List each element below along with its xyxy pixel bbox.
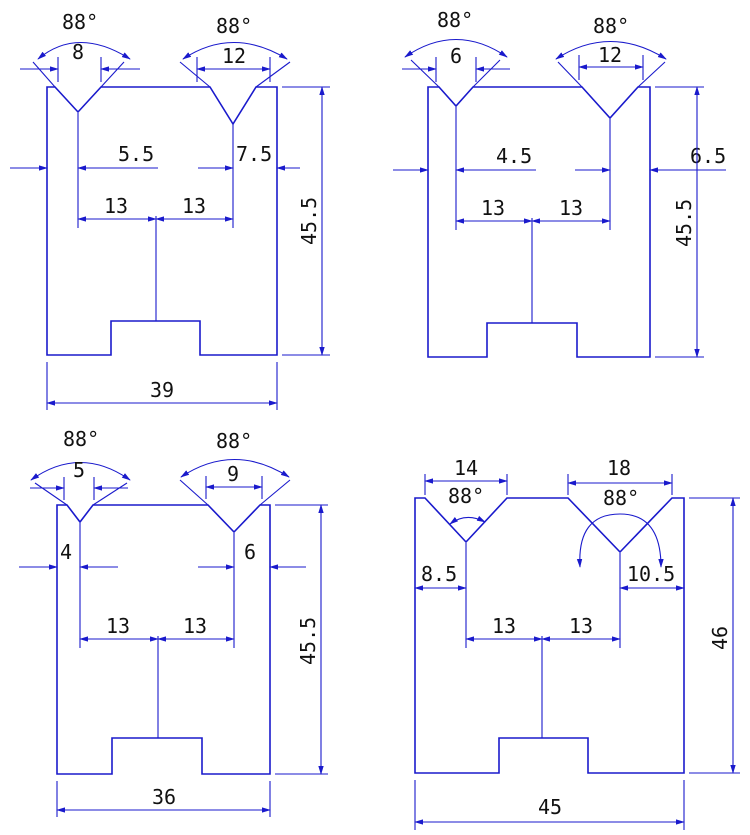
die-2-right-center: 13 (559, 196, 583, 220)
die-2-drawing: 88° 6 88° 12 4.5 6.5 13 13 45.5 (393, 8, 726, 358)
die-4-left-angle-label: 88° (448, 484, 484, 508)
die-3-width: 36 (152, 785, 176, 809)
die-2-left-offset: 4.5 (496, 144, 532, 168)
die-1-profile (46, 86, 278, 356)
die-3-left-angle-label: 88° (63, 427, 99, 451)
die-4-right-groove-width: 18 (607, 456, 631, 480)
die-1-left-groove-width: 8 (72, 40, 84, 64)
die-1-angle-ext (255, 61, 291, 88)
die-4-left-center: 13 (492, 614, 516, 638)
die-3-left-angle-arc (30, 462, 131, 481)
die-2-left-groove-width: 6 (450, 44, 462, 68)
die-1-drawing: 88° 8 88° 12 5.5 7.5 13 13 45.5 (10, 10, 330, 410)
die-2-right-offset: 6.5 (690, 144, 726, 168)
die-4-profile (414, 497, 685, 774)
die-1-angle-ext (179, 61, 211, 88)
die-3-profile (56, 504, 271, 775)
die-1-right-groove-width: 12 (222, 44, 246, 68)
die-2-height: 45.5 (672, 199, 696, 247)
die-1-left-center: 13 (104, 194, 128, 218)
die-3-left-center: 13 (106, 614, 130, 638)
die-2-right-groove-width: 12 (598, 43, 622, 67)
die-2-angle-ext (472, 59, 501, 88)
die-3-right-groove-width: 9 (227, 462, 239, 486)
die-3-right-angle-label: 88° (216, 429, 252, 453)
die-3-right-angle-arc (180, 458, 290, 478)
die-2-left-center: 13 (481, 196, 505, 220)
die-1-right-angle-arc (182, 42, 288, 60)
die-4-height: 46 (708, 626, 732, 650)
die-1-right-angle-label: 88° (216, 14, 252, 38)
die-2-right-angle-arc (555, 40, 667, 60)
die-3-left-groove-width: 5 (73, 458, 85, 482)
die-1-width: 39 (150, 378, 174, 402)
die-3-height: 45.5 (296, 617, 320, 665)
die-3-angle-ext (179, 479, 209, 506)
die-1-height: 45.5 (297, 197, 321, 245)
die-4-right-center: 13 (569, 614, 593, 638)
die-2-angle-ext (637, 61, 666, 88)
die-4-right-angle-label: 88° (603, 486, 639, 510)
die-1-left-angle-label: 88° (62, 10, 98, 34)
die-2-left-angle-arc (404, 39, 508, 58)
die-1-left-offset: 5.5 (118, 142, 154, 166)
die-2-angle-ext (557, 61, 583, 88)
die-3-right-center: 13 (183, 614, 207, 638)
die-1-right-offset: 7.5 (236, 142, 272, 166)
die-4-left-offset: 8.5 (421, 562, 457, 586)
die-2-angle-ext (410, 59, 440, 88)
die-4-left-angle-arc (449, 515, 486, 525)
die-3-right-offset: 6 (244, 540, 256, 564)
die-4-left-groove-width: 14 (454, 456, 478, 480)
die-4-drawing: 14 88° 18 88° 8.5 10.5 13 13 46 45 (414, 456, 740, 830)
die-1-right-center: 13 (182, 194, 206, 218)
die-2-left-angle-label: 88° (437, 8, 473, 32)
die-1-angle-ext (32, 61, 56, 88)
die-4-width: 45 (538, 795, 562, 819)
die-4-right-angle-arc (576, 513, 664, 568)
die-3-angle-ext (34, 482, 68, 506)
die-3-left-offset: 4 (60, 540, 72, 564)
die-4-right-offset: 10.5 (627, 562, 675, 586)
die-2-profile (427, 86, 651, 358)
die-3-angle-ext (259, 479, 291, 506)
die-3-angle-ext (92, 482, 128, 506)
die-2-right-angle-label: 88° (593, 14, 629, 38)
die-1-angle-ext (100, 61, 125, 88)
die-3-drawing: 88° 5 88° 9 4 6 13 13 45.5 (19, 427, 328, 817)
die-1-left-angle-arc (37, 42, 131, 60)
